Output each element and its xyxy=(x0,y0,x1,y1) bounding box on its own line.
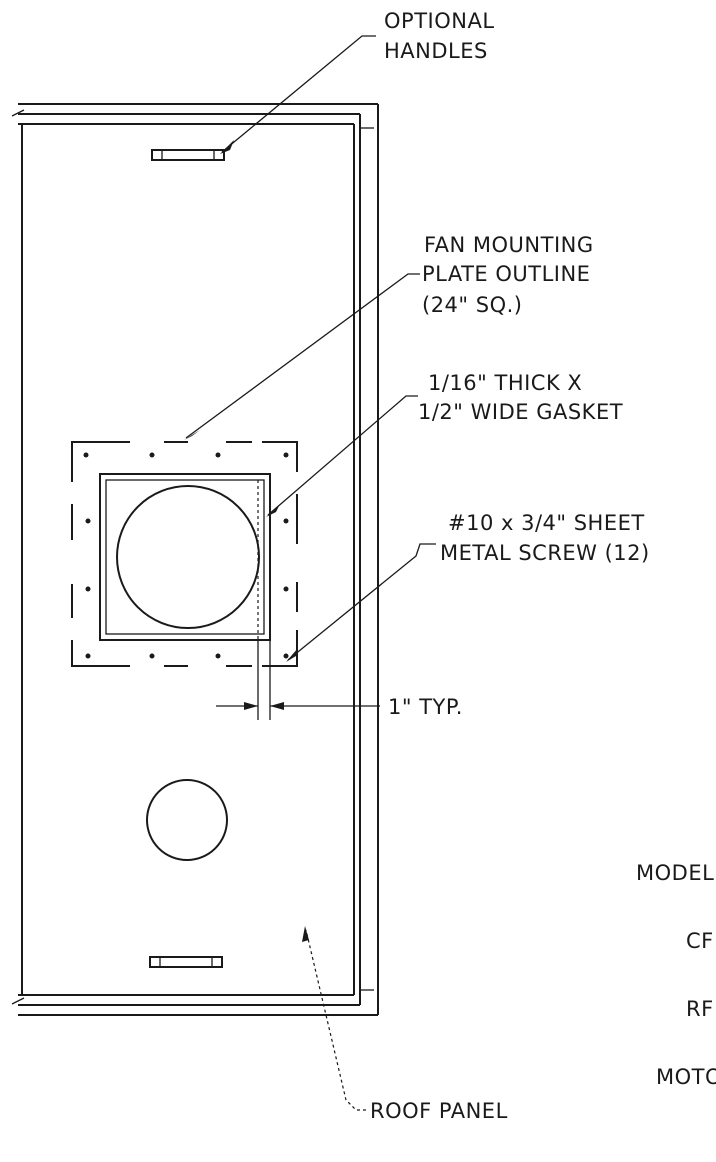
lower-circular-opening xyxy=(146,779,228,861)
housing-frame xyxy=(11,103,379,1016)
leader-fan-plate xyxy=(184,273,420,440)
label-cfm-partial: CF xyxy=(686,929,714,953)
top-handle xyxy=(151,149,225,161)
screw-hole xyxy=(85,518,91,524)
screw-hole xyxy=(283,586,289,592)
screw-hole xyxy=(149,452,155,458)
label-optional-handles-line1: OPTIONAL xyxy=(384,9,495,33)
leader-roof-panel xyxy=(302,926,366,1111)
label-fan-plate-line2: PLATE OUTLINE xyxy=(422,262,590,286)
dimension-1in xyxy=(216,640,380,720)
leader-gasket xyxy=(266,395,418,517)
label-optional-handles-line2: HANDLES xyxy=(384,39,488,63)
label-rpm-partial: RF xyxy=(686,997,714,1021)
screw-hole xyxy=(215,452,221,458)
label-screw-line1: #10 x 3/4" SHEET xyxy=(448,511,645,535)
label-model-partial: MODEL xyxy=(636,861,714,885)
screw-hole xyxy=(283,518,289,524)
leader-screw xyxy=(286,543,436,662)
label-motor-partial: MOTO xyxy=(656,1065,716,1089)
fan-opening xyxy=(99,473,271,641)
label-screw-line2: METAL SCREW (12) xyxy=(440,541,650,565)
screw-hole xyxy=(149,653,155,659)
screw-hole xyxy=(283,452,289,458)
screw-hole xyxy=(283,653,289,659)
bottom-handle xyxy=(149,956,223,968)
label-gasket-line1: 1/16" THICK X xyxy=(428,371,582,395)
fan-opening-circle xyxy=(116,485,260,629)
screw-hole xyxy=(85,586,91,592)
screw-hole xyxy=(85,653,91,659)
label-dimension: 1" TYP. xyxy=(388,695,463,719)
label-roof-panel: ROOF PANEL xyxy=(370,1099,508,1123)
screw-hole xyxy=(215,653,221,659)
label-gasket-line2: 1/2" WIDE GASKET xyxy=(418,400,623,424)
fan-mounting-plate-outline xyxy=(71,441,298,667)
label-fan-plate-line3: (24" SQ.) xyxy=(422,293,522,317)
screw-holes xyxy=(83,452,289,659)
screw-hole xyxy=(83,452,89,458)
leader-optional-handles xyxy=(220,35,376,154)
label-fan-plate-line1: FAN MOUNTING xyxy=(424,233,594,257)
